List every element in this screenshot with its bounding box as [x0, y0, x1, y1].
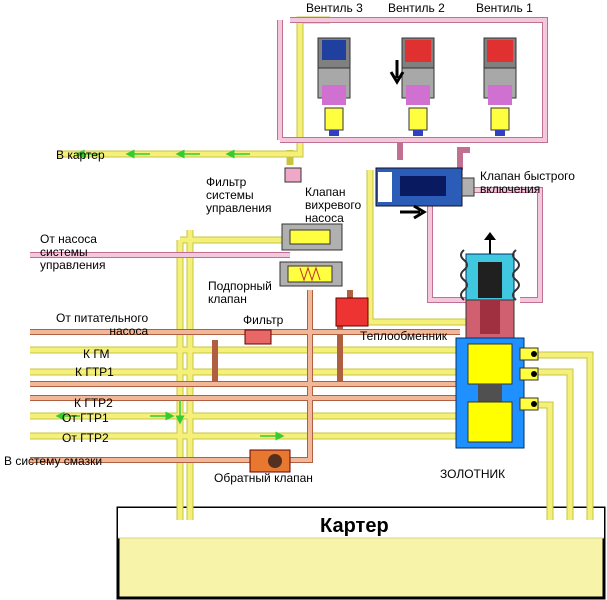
filter-label: Фильтр — [243, 313, 284, 327]
valve-3 — [317, 37, 351, 136]
line: Подпорный — [208, 279, 272, 293]
valve-2 — [401, 37, 435, 136]
from-control-pump-label: От насоса системы управления — [40, 233, 105, 272]
check-valve-label: Обратный клапан — [214, 471, 313, 485]
line: От насоса — [40, 232, 97, 246]
line: Фильтр — [206, 175, 247, 189]
line: системы — [206, 188, 254, 202]
valve-1-label: Вентиль 1 — [476, 1, 533, 15]
valve-1 — [483, 37, 517, 136]
line: включения — [480, 182, 541, 196]
control-filter — [284, 167, 302, 183]
to-gtr1-label: К ГТР1 — [75, 365, 114, 379]
control-filter-label: Фильтр системы управления — [206, 176, 271, 215]
vortex-pump-valve-label: Клапан вихревого насоса — [305, 186, 361, 225]
quick-engage-valve-label: Клапан быстрого включения — [480, 170, 575, 196]
line: управления — [40, 258, 106, 272]
spool-valve — [455, 232, 539, 449]
line: системы — [40, 245, 88, 259]
line: вихревого — [305, 198, 362, 212]
line: управления — [206, 201, 272, 215]
heat-exchanger-label: Теплообменник — [360, 329, 448, 343]
line: От питательного — [56, 311, 149, 325]
sump-title: Картер — [320, 515, 389, 537]
spool-label: ЗОЛОТНИК — [440, 467, 506, 481]
quick-engage-valve — [375, 167, 475, 207]
from-gtr2-label: От ГТР2 — [62, 431, 109, 445]
line: насоса — [109, 324, 149, 338]
vortex-pump-valve — [281, 223, 343, 251]
filter-element — [244, 329, 272, 345]
boost-valve-label: Подпорный клапан — [208, 280, 272, 306]
valve-3-label: Вентиль 3 — [306, 1, 363, 15]
line: Клапан — [305, 185, 346, 199]
line: насоса — [305, 211, 344, 225]
to-gtr2-label: К ГТР2 — [74, 396, 113, 410]
to-lube-label: В систему смазки — [4, 454, 103, 468]
from-gtr1-label: От ГТР1 — [62, 411, 109, 425]
valve-2-label: Вентиль 2 — [388, 1, 445, 15]
right-arrow-icon — [400, 204, 427, 220]
to-gm-label: К ГМ — [83, 347, 110, 361]
boost-valve — [279, 261, 343, 287]
to-sump-label: В картер — [56, 148, 105, 162]
line: клапан — [208, 292, 247, 306]
heat-exchanger — [335, 297, 369, 327]
from-feed-pump-label: От питательного насоса — [56, 312, 148, 338]
line: Клапан быстрого — [480, 169, 575, 183]
flow-arrows — [55, 149, 285, 441]
check-valve — [249, 449, 291, 473]
down-arrow-icon — [389, 60, 405, 85]
